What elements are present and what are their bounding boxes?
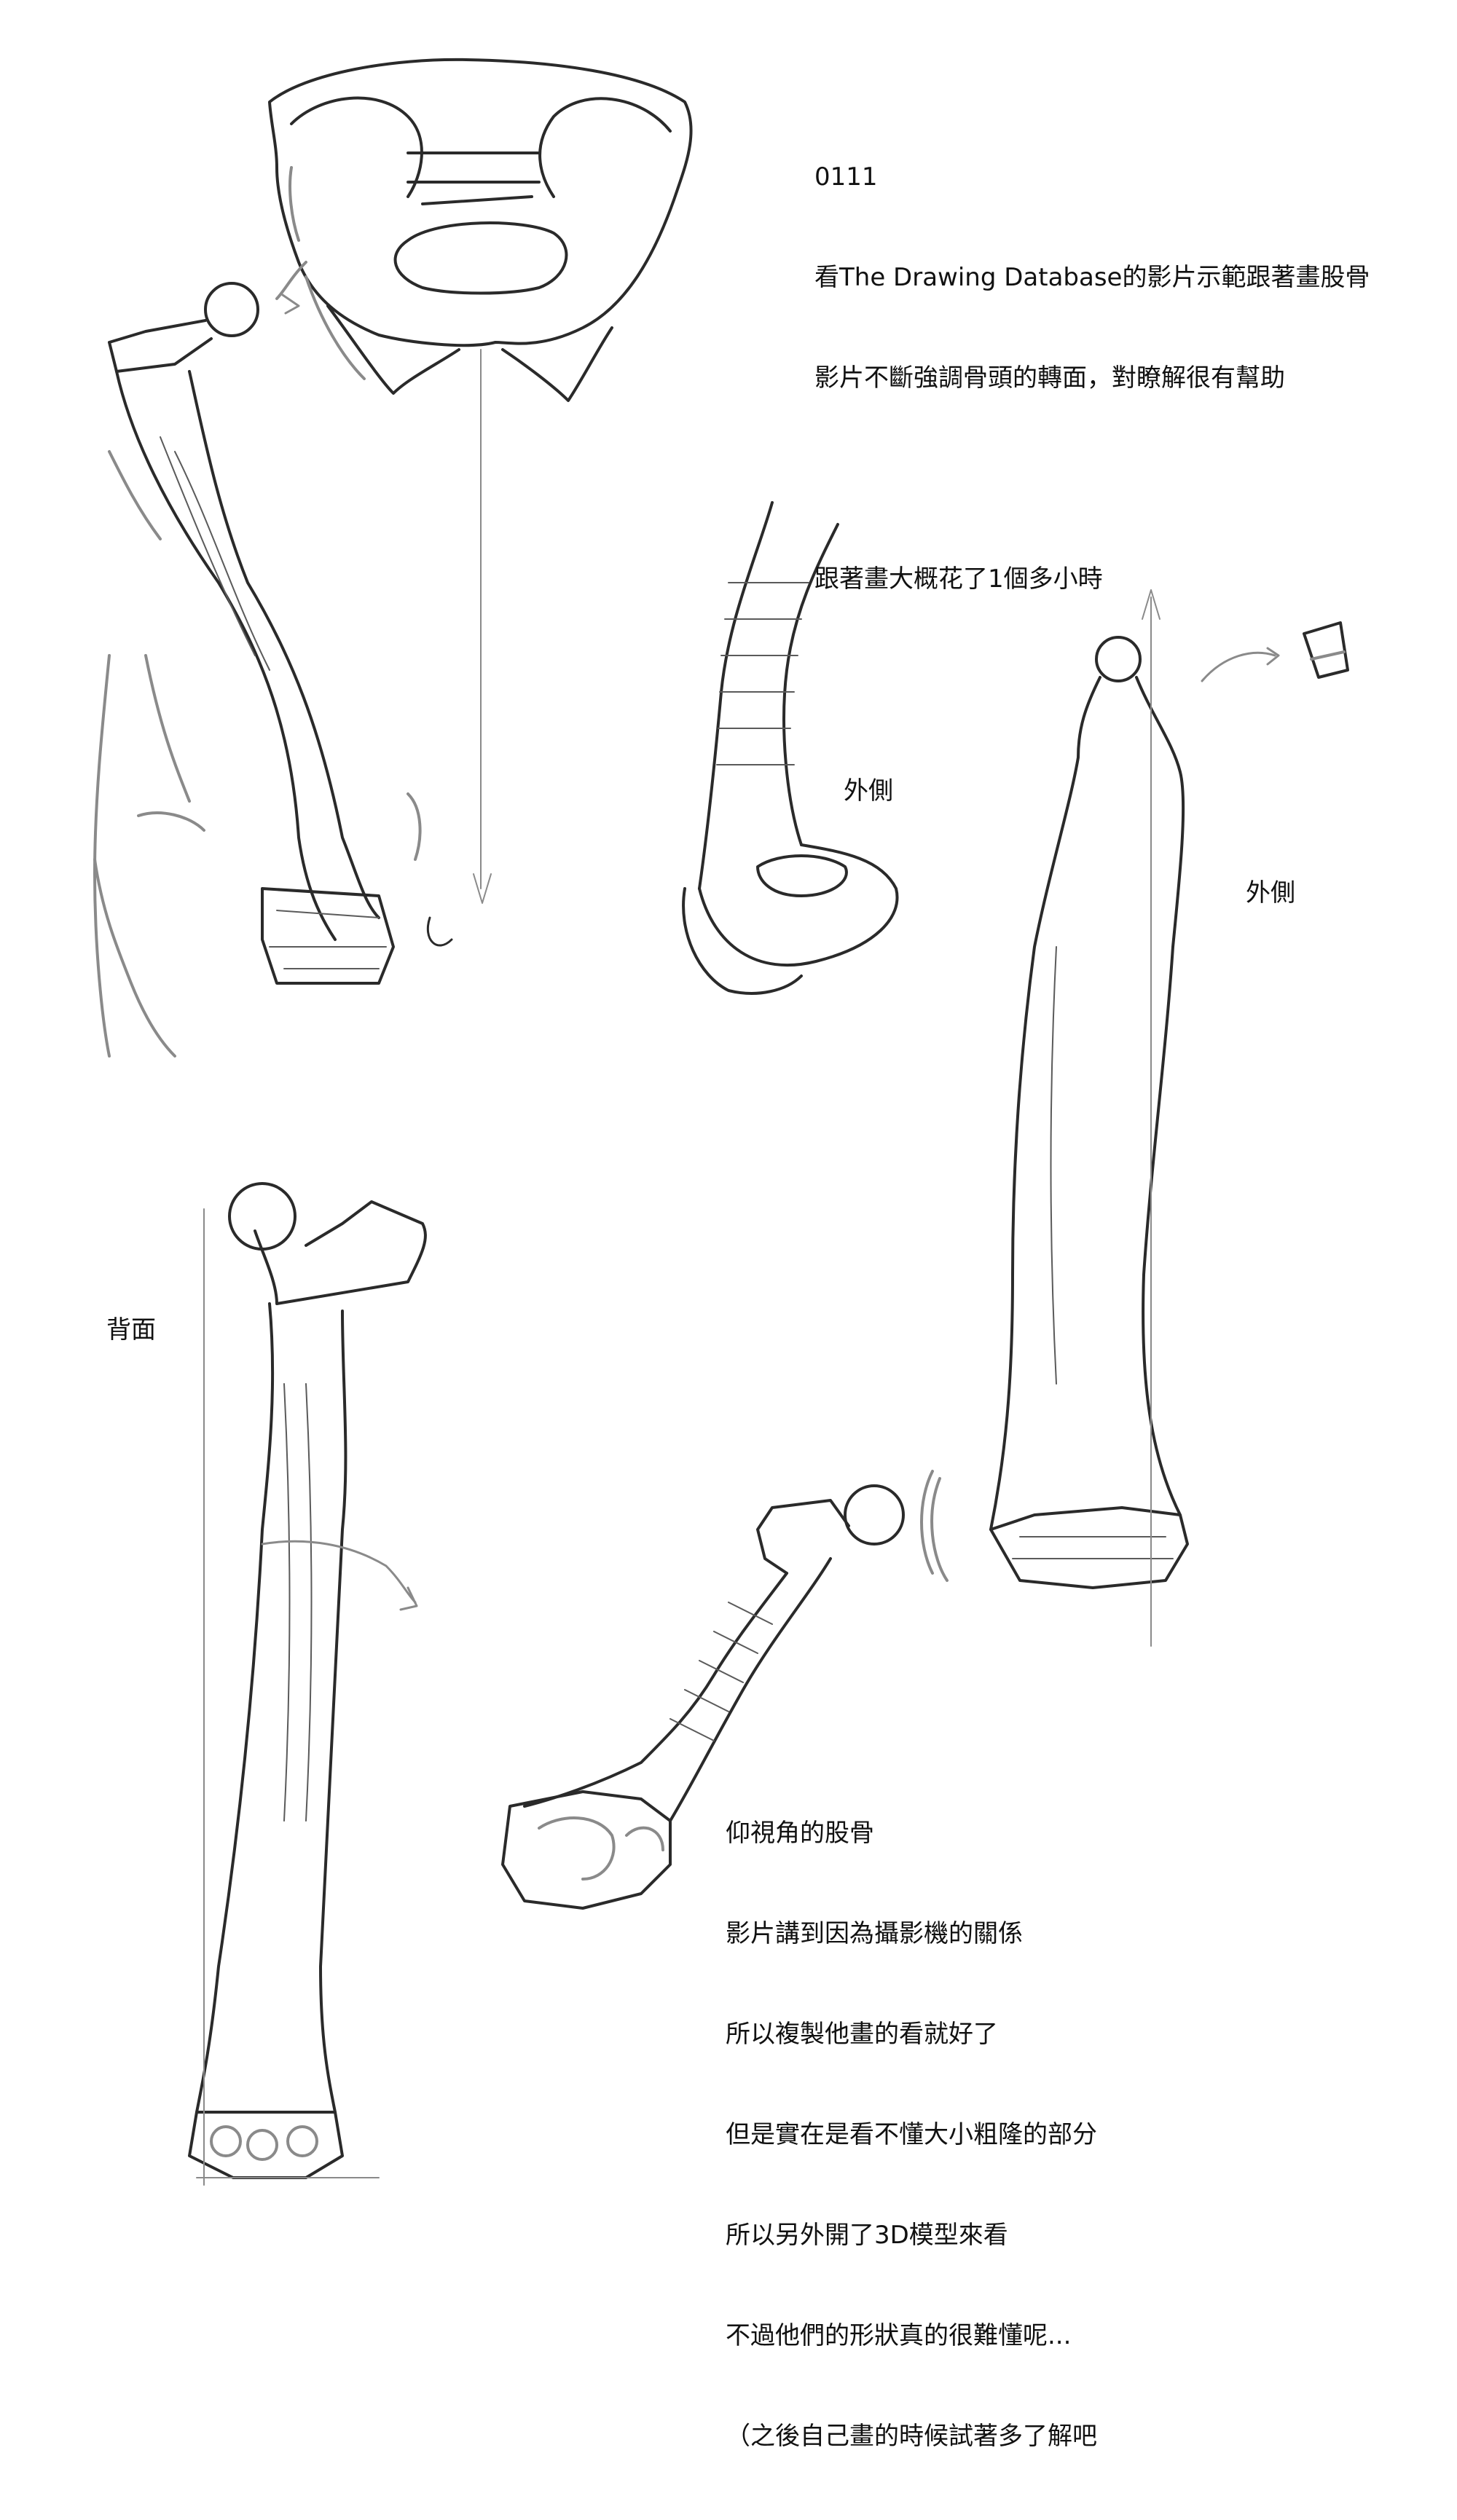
femur-posterior-sketch [188, 1182, 427, 2186]
low-angle-line-7: （之後自己畫的時候試著多了解吧 [726, 2422, 1097, 2451]
intro-notes: 0111 看The Drawing Database的影片示範跟著畫股骨 影片不… [814, 93, 1370, 663]
femur-front-sketch [93, 282, 453, 1058]
note-date: 0111 [814, 162, 878, 192]
note-emphasis: 影片不斷強調骨頭的轉面，對瞭解很有幫助 [814, 363, 1285, 393]
note-spacer [814, 462, 1370, 495]
pelvis-sketch [268, 58, 693, 904]
lateral-label-2: 外側 [1246, 878, 1295, 907]
low-angle-line-5: 所以另外開了3D模型來看 [726, 2221, 1008, 2250]
sketch-page: 0111 看The Drawing Database的影片示範跟著畫股骨 影片不… [93, 58, 1370, 2451]
low-angle-line-2: 影片講到因為攝影機的關係 [726, 1919, 1023, 1948]
low-angle-line-3: 所以複製他畫的看就好了 [726, 2020, 998, 2049]
femur-sketches [93, 58, 1349, 2186]
note-duration: 跟著畫大概花了1個多小時 [814, 564, 1103, 594]
femur-lateral-tall-sketch [930, 589, 1349, 1647]
note-source: 看The Drawing Database的影片示範跟著畫股骨 [814, 263, 1370, 292]
lateral-label-1: 外側 [844, 776, 893, 806]
femur-low-angle-sketch [501, 1470, 934, 1910]
femur-lateral-small-sketch [682, 501, 899, 995]
low-angle-notes: 仰視角的股骨 影片講到因為攝影機的關係 所以複製他畫的看就好了 但是實在是看不懂… [726, 1749, 1097, 2520]
low-angle-line-6: 不過他們的形狀真的很難懂呢... [726, 2321, 1072, 2350]
low-angle-line-4: 但是實在是看不懂大小粗隆的部分 [726, 2120, 1097, 2149]
low-angle-line-1: 仰視角的股骨 [726, 1819, 874, 1848]
posterior-label: 背面 [106, 1315, 156, 1344]
